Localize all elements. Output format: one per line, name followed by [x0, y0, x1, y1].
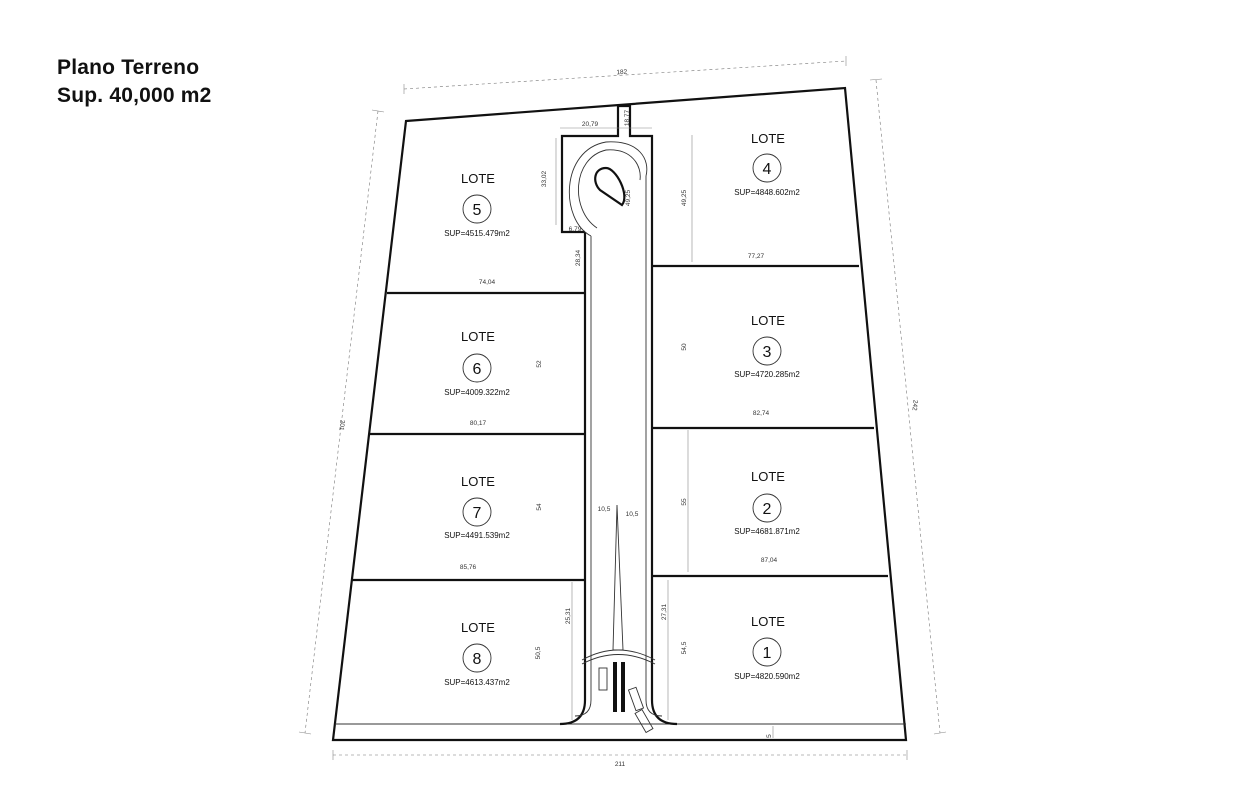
lot-5-label: LOTE: [461, 171, 495, 186]
lot-8: LOTE 8 SUP=4613.437m2: [444, 620, 510, 687]
outer-dimension-lines: [298, 56, 947, 760]
lot-7-number-circle: [462, 497, 492, 527]
lot-2-number: 2: [763, 501, 772, 518]
lot-1-area: SUP=4820.590m2: [734, 672, 800, 681]
lot-5-area: SUP=4515.479m2: [444, 229, 510, 238]
dim-lot8-depth: 50,5: [535, 646, 542, 659]
lot-8-label: LOTE: [461, 620, 495, 635]
dim-road-segment: 28,34: [575, 249, 582, 266]
dim-lot3-depth: 50: [681, 343, 688, 351]
lot-dividers-right: [652, 264, 888, 578]
lot-4-area: SUP=4848.602m2: [734, 188, 800, 197]
lot-4: LOTE 4 SUP=4848.602m2: [734, 131, 800, 197]
lot-dividers-left: [352, 291, 585, 582]
lot-6: LOTE 6 SUP=4009.322m2: [444, 329, 510, 397]
dim-lot6-width: 80,17: [470, 420, 487, 427]
dim-cul-de-sac-height: 33,02: [541, 170, 548, 187]
dim-lot7-width: 85,76: [460, 564, 477, 571]
lot-1-number: 1: [763, 645, 772, 662]
dim-top-access: 18,77: [624, 109, 631, 126]
lot-6-area: SUP=4009.322m2: [444, 388, 510, 397]
lot-7-number: 7: [473, 505, 482, 522]
dim-lot7-depth: 54: [536, 503, 543, 511]
page-title: Plano Terreno: [57, 56, 200, 79]
title-block: Plano Terreno Sup. 40,000 m2: [57, 54, 212, 110]
dim-lot5-width: 74,04: [479, 279, 496, 286]
lot-2-number-circle: [752, 493, 782, 523]
dim-lot1-side: 27,31: [661, 603, 668, 620]
lot-7-area: SUP=4491.539m2: [444, 531, 510, 540]
lot-5-number-circle: [462, 194, 492, 224]
dim-road-left: 10,5: [598, 506, 611, 513]
lot-3-number-circle: [752, 336, 782, 366]
dim-lot1-depth: 54,5: [681, 641, 688, 654]
lot-6-number-circle: [462, 353, 492, 383]
lot-2-label: LOTE: [751, 469, 785, 484]
lot-8-area: SUP=4613.437m2: [444, 678, 510, 687]
dim-lot8-side: 25,31: [565, 607, 572, 624]
dim-road-right: 10,5: [626, 511, 639, 518]
dim-lot2-depth: 55: [681, 498, 688, 506]
dim-lot4-width: 77,27: [748, 253, 765, 260]
lot-3: LOTE 3 SUP=4720.285m2: [734, 313, 800, 379]
dimension-ticks: [555, 127, 774, 738]
dimension-labels: 182 211 201 242 5 20,79 18,77 33,02 6,79…: [337, 69, 918, 768]
dim-left: 201: [337, 419, 345, 431]
area-subtitle: Sup. 40,000 m2: [57, 84, 212, 107]
lot-3-area: SUP=4720.285m2: [734, 370, 800, 379]
lot-6-number: 6: [473, 361, 482, 378]
lot-8-number-circle: [462, 643, 492, 673]
lot-1: LOTE 1 SUP=4820.590m2: [734, 614, 800, 681]
lot-2: LOTE 2 SUP=4681.871m2: [734, 469, 800, 536]
lot-7-label: LOTE: [461, 474, 495, 489]
property-boundary: [331, 86, 908, 742]
lot-7: LOTE 7 SUP=4491.539m2: [444, 474, 510, 540]
access-road: [559, 104, 678, 734]
lot-4-number-circle: [752, 153, 782, 183]
lot-1-label: LOTE: [751, 614, 785, 629]
dim-cul-de-sac-width: 20,79: [582, 121, 599, 128]
dim-lot2-width: 87,04: [761, 557, 778, 564]
dim-bottom: 211: [615, 761, 626, 768]
lot-8-number: 8: [473, 651, 482, 668]
dim-top: 182: [616, 69, 628, 77]
lot-4-label: LOTE: [751, 131, 785, 146]
lot-3-number: 3: [763, 344, 772, 361]
lot-5: LOTE 5 SUP=4515.479m2: [444, 171, 510, 238]
dim-lot6-depth: 52: [536, 360, 543, 368]
lot-1-number-circle: [752, 637, 782, 667]
dim-lot4-depth-b: 49,25: [681, 189, 688, 206]
dim-lot3-width: 82,74: [753, 410, 770, 417]
lot-2-area: SUP=4681.871m2: [734, 527, 800, 536]
dim-right: 242: [910, 399, 918, 411]
dim-lot4-depth-a: 49,25: [625, 189, 632, 206]
dim-cul-de-sac-inner: 6,79: [569, 226, 582, 233]
dim-bottom-right-small: 5: [766, 734, 773, 738]
lot-3-label: LOTE: [751, 313, 785, 328]
lot-4-number: 4: [763, 161, 772, 178]
lot-6-label: LOTE: [461, 329, 495, 344]
lot-5-number: 5: [473, 202, 482, 219]
